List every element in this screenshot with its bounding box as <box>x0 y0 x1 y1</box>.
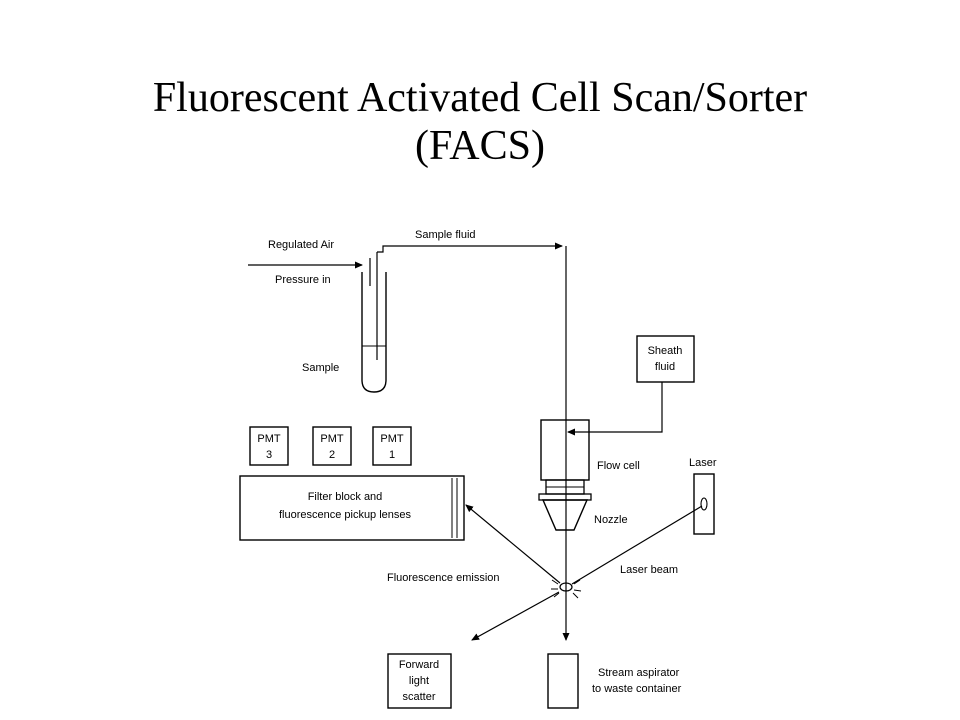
cell-intersection <box>559 582 573 592</box>
nozzle <box>541 499 589 531</box>
label-filter-2: fluorescence pickup lenses <box>279 509 412 521</box>
filter-block <box>239 475 465 541</box>
label-nozzle: Nozzle <box>594 514 628 526</box>
pmt-1-number: 1 <box>389 449 395 461</box>
forward-scatter-arrow <box>471 591 560 641</box>
label-forward-3: scatter <box>402 691 435 703</box>
pmt-3-number: 3 <box>266 449 272 461</box>
sheath-fluid-box <box>636 335 695 383</box>
forward-scatter-box <box>387 653 452 709</box>
label-sample-fluid: Sample fluid <box>415 229 476 241</box>
laser-aperture <box>700 497 708 511</box>
fluorescence-emission-arrow <box>465 504 561 584</box>
flow-cell <box>540 419 590 481</box>
page-subtitle: (FACS) <box>415 123 545 169</box>
nozzle-top <box>538 493 592 501</box>
label-sheath-2: fluid <box>655 361 675 373</box>
pmt-2-number: 2 <box>329 449 335 461</box>
sparkle-rays <box>551 579 582 602</box>
pmt-3-label: PMT <box>257 433 281 445</box>
sample-tube <box>361 272 387 393</box>
label-regulated-air: Regulated Air <box>268 239 334 251</box>
label-laser-beam: Laser beam <box>620 564 678 576</box>
pmt-2-box <box>312 426 352 466</box>
label-forward-1: Forward <box>399 659 439 671</box>
sample-fluid-line <box>377 242 563 253</box>
sheath-fluid-line <box>567 382 663 436</box>
laser-beam <box>571 505 703 585</box>
laser-box <box>693 473 715 535</box>
label-stream-2: to waste container <box>592 683 682 695</box>
label-laser: Laser <box>689 457 717 469</box>
label-forward-2: light <box>409 675 429 687</box>
stream-aspirator-box <box>547 653 579 709</box>
pmt-3-box <box>249 426 289 466</box>
pmt-1-label: PMT <box>380 433 404 445</box>
label-pressure-in: Pressure in <box>275 274 331 286</box>
label-flow-cell: Flow cell <box>597 460 640 472</box>
pmt-1-box <box>372 426 412 466</box>
page-title: Fluorescent Activated Cell Scan/Sorter <box>152 75 808 121</box>
label-fluorescence-emission: Fluorescence emission <box>387 572 500 584</box>
pmt-2-label: PMT <box>320 433 344 445</box>
label-stream-1: Stream aspirator <box>598 667 680 679</box>
label-sample: Sample <box>302 362 339 374</box>
label-filter-1: Filter block and <box>308 491 383 503</box>
label-sheath-1: Sheath <box>648 345 683 357</box>
